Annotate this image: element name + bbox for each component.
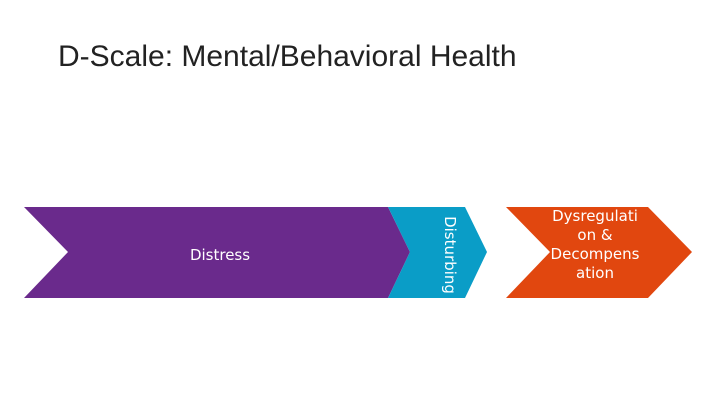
- stage-label-dysregulation: Dysregulati on & Decompens ation: [540, 207, 650, 283]
- stage-label-line: on &: [577, 226, 613, 244]
- slide-title: D-Scale: Mental/Behavioral Health: [58, 40, 517, 73]
- stage-chevron-distress: [24, 207, 410, 298]
- stage-chevron-disturbing: [388, 207, 487, 298]
- stage-label-line: Dysregulati: [552, 207, 638, 225]
- stage-label-distress: Distress: [189, 246, 251, 264]
- stage-chevron-dysregulation: [506, 207, 692, 298]
- stage-label-line: ation: [576, 264, 614, 282]
- stage-label-line: Decompens: [550, 245, 640, 263]
- stage-label-disturbing: Disturbing: [441, 216, 459, 294]
